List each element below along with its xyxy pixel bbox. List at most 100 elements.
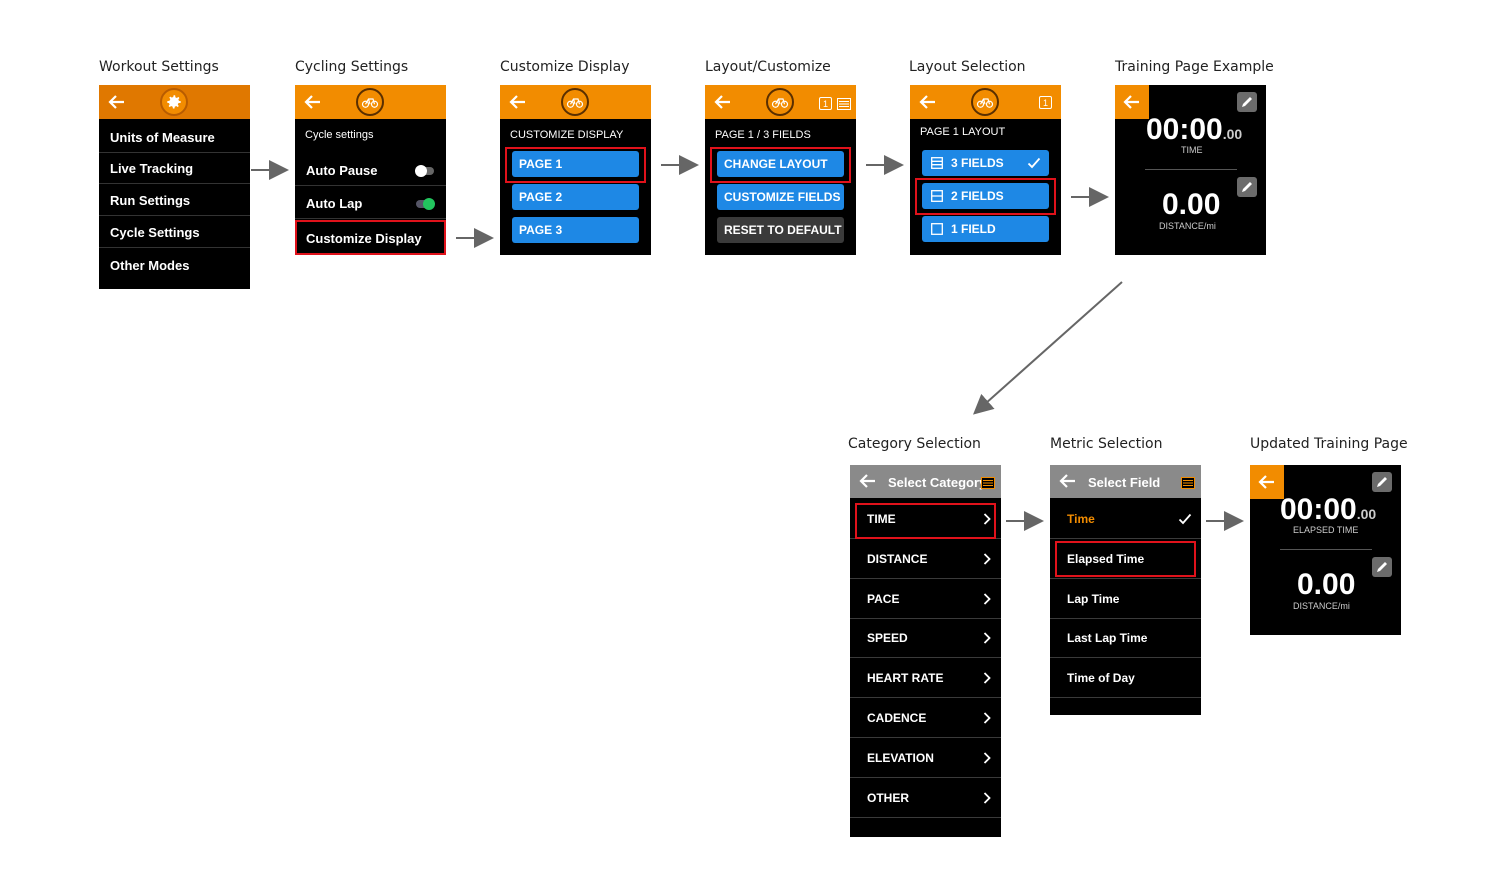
category-item-label: HEART RATE (867, 671, 944, 686)
category-item[interactable]: SPEED (850, 619, 1001, 659)
divider (1145, 169, 1237, 170)
menu-item-units[interactable]: Units of Measure (99, 122, 250, 153)
auto-pause-row[interactable]: Auto Pause (295, 155, 446, 186)
button-label: PAGE 2 (519, 190, 563, 204)
metric-item[interactable]: Elapsed Time (1050, 540, 1201, 579)
highlight-page-1 (505, 147, 646, 183)
metric-item[interactable]: Lap Time (1050, 580, 1201, 619)
page-2-button[interactable]: PAGE 2 (512, 184, 639, 210)
category-item[interactable]: DISTANCE (850, 540, 1001, 579)
metric-item[interactable]: Last Lap Time (1050, 619, 1201, 659)
change-layout-button[interactable]: CHANGE LAYOUT (717, 151, 844, 177)
edit-pencil-icon[interactable] (1237, 177, 1257, 197)
section-label: CUSTOMIZE DISPLAY (510, 129, 624, 141)
caption-layout-customize: Layout/Customize (705, 59, 831, 75)
back-arrow-icon[interactable] (858, 471, 878, 491)
option-1-field[interactable]: 1 FIELD (922, 216, 1049, 242)
edit-pencil-icon[interactable] (1237, 92, 1257, 112)
customize-display-label: Customize Display (306, 231, 422, 246)
category-item[interactable]: ELEVATION (850, 739, 1001, 778)
back-arrow-icon[interactable] (1122, 92, 1142, 112)
workout-settings-screen: Units of Measure Live Tracking Run Setti… (99, 85, 250, 289)
menu-item-run-settings[interactable]: Run Settings (99, 185, 250, 216)
category-item[interactable]: OTHER (850, 779, 1001, 818)
category-item[interactable]: PACE (850, 580, 1001, 619)
chevron-right-icon (983, 672, 991, 684)
customize-display-row[interactable]: Customize Display (295, 223, 446, 254)
menu-item-live-tracking[interactable]: Live Tracking (99, 153, 250, 184)
three-field-layout-icon (931, 157, 943, 169)
caption-cycling-settings: Cycling Settings (295, 59, 409, 75)
list-icon[interactable] (981, 477, 995, 489)
chevron-right-icon (983, 632, 991, 645)
two-field-layout-icon (931, 190, 943, 202)
back-button[interactable] (1115, 85, 1149, 119)
metric-item-label: Time (1067, 512, 1095, 526)
category-item[interactable]: HEART RATE (850, 659, 1001, 699)
checkmark-icon (1178, 513, 1192, 525)
time-value: 00:00.00 (1146, 113, 1242, 147)
auto-lap-row[interactable]: Auto Lap (295, 188, 446, 219)
back-arrow-icon[interactable] (508, 92, 528, 112)
category-item-label: OTHER (867, 790, 909, 805)
bicycle-icon (971, 88, 999, 116)
edit-pencil-icon[interactable] (1372, 557, 1392, 577)
time-fraction: .00 (1356, 506, 1377, 522)
highlight-elapsed-time (1055, 541, 1196, 577)
category-item-label: SPEED (867, 631, 908, 646)
category-item-label: ELEVATION (867, 750, 934, 765)
menu-item-label: Other Modes (110, 258, 190, 273)
button-label: RESET TO DEFAULT (724, 223, 842, 237)
list-icon (837, 98, 851, 110)
back-arrow-icon[interactable] (1058, 471, 1078, 491)
customize-display-screen: CUSTOMIZE DISPLAY PAGE 1 PAGE 2 PAGE 3 (500, 85, 651, 255)
metric-item[interactable]: Time (1050, 500, 1201, 539)
back-arrow-icon[interactable] (1257, 472, 1277, 492)
page-1-button[interactable]: PAGE 1 (512, 151, 639, 177)
metric-item-label: Last Lap Time (1067, 631, 1148, 646)
button-label: PAGE 1 (519, 157, 563, 171)
category-item-label: DISTANCE (867, 551, 928, 566)
gear-icon (160, 88, 188, 116)
metric-item[interactable]: Time of Day (1050, 659, 1201, 699)
customize-fields-button[interactable]: CUSTOMIZE FIELDS (717, 184, 844, 210)
list-icon[interactable] (1181, 477, 1195, 489)
back-arrow-icon[interactable] (713, 92, 733, 112)
metric-item-label: Elapsed Time (1067, 551, 1145, 566)
back-arrow-icon[interactable] (303, 92, 323, 112)
page-number-badge: 1 (1039, 96, 1052, 109)
category-item-label: CADENCE (867, 711, 927, 725)
menu-item-cycle-settings[interactable]: Cycle Settings (99, 217, 250, 248)
distance-value: 0.00 (1162, 188, 1221, 221)
back-arrow-icon[interactable] (107, 92, 127, 112)
page-3-button[interactable]: PAGE 3 (512, 217, 639, 243)
chevron-right-icon (983, 592, 991, 605)
header-title: Select Field (1088, 475, 1161, 490)
caption-category-selection: Category Selection (848, 436, 981, 452)
category-item[interactable]: CADENCE (850, 699, 1001, 738)
auto-pause-label: Auto Pause (306, 163, 378, 178)
button-label: CHANGE LAYOUT (724, 157, 828, 171)
distance-label: DISTANCE/mi (1159, 221, 1216, 231)
chevron-right-icon (983, 791, 991, 804)
checkmark-icon (1027, 157, 1041, 169)
time-label: ELAPSED TIME (1293, 525, 1359, 535)
time-main: 00:00 (1146, 113, 1223, 146)
menu-item-label: Run Settings (110, 193, 191, 208)
auto-pause-toggle[interactable] (415, 165, 434, 177)
edit-pencil-icon[interactable] (1372, 472, 1392, 492)
back-arrow-icon[interactable] (918, 92, 938, 112)
back-button[interactable] (1250, 465, 1284, 499)
option-2-fields[interactable]: 2 FIELDS (922, 183, 1049, 209)
auto-lap-toggle[interactable] (416, 198, 435, 210)
button-label: 2 FIELDS (951, 189, 1004, 203)
menu-item-other-modes[interactable]: Other Modes (99, 250, 250, 281)
caption-customize-display: Customize Display (500, 59, 630, 75)
time-label: TIME (1181, 145, 1203, 155)
reset-default-button[interactable]: RESET TO DEFAULT (717, 217, 844, 243)
button-label: CUSTOMIZE FIELDS (724, 190, 841, 204)
highlight-2-fields (915, 178, 1056, 215)
option-3-fields[interactable]: 3 FIELDS (922, 150, 1049, 176)
